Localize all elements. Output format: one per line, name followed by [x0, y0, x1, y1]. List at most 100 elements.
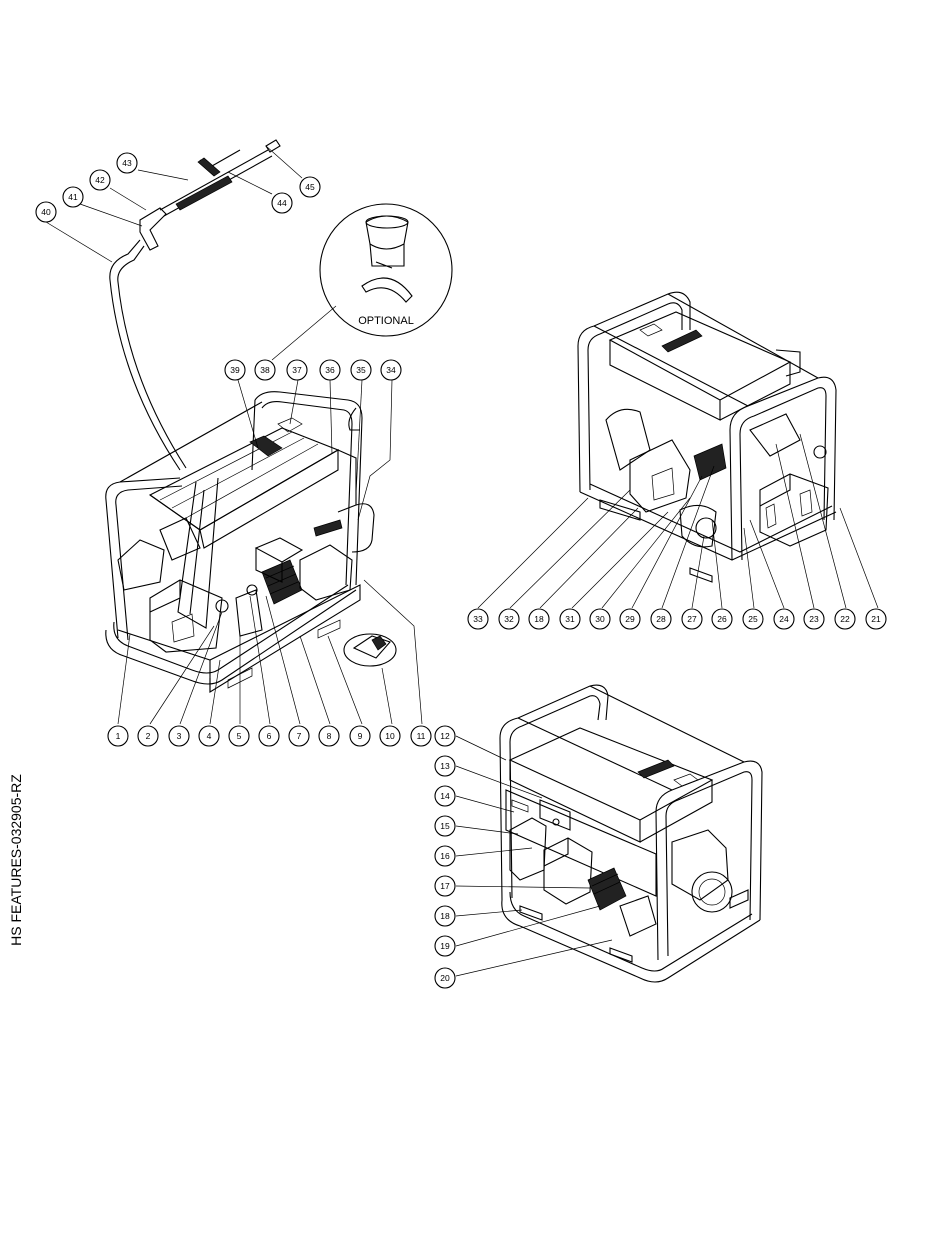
svg-text:36: 36 [325, 365, 335, 375]
callout-39: 39 [225, 360, 245, 380]
pressure-washer-side-view [500, 685, 762, 982]
callout-30: 30 [590, 609, 610, 629]
svg-text:2: 2 [146, 731, 151, 741]
svg-text:23: 23 [809, 614, 819, 624]
callout-22: 22 [835, 609, 855, 629]
callout-25: 25 [743, 609, 763, 629]
svg-text:27: 27 [687, 614, 697, 624]
svg-text:34: 34 [386, 365, 396, 375]
callout-1: 1 [108, 726, 128, 746]
callout-31: 31 [560, 609, 580, 629]
svg-text:44: 44 [277, 198, 287, 208]
callout-33: 33 [468, 609, 488, 629]
svg-text:8: 8 [327, 731, 332, 741]
callout-24: 24 [774, 609, 794, 629]
svg-text:18: 18 [534, 614, 544, 624]
callout-8: 8 [319, 726, 339, 746]
callout-9: 9 [350, 726, 370, 746]
svg-text:22: 22 [840, 614, 850, 624]
callout-18: 18 [435, 906, 455, 926]
callout-29: 29 [620, 609, 640, 629]
svg-text:38: 38 [260, 365, 270, 375]
callout-19: 19 [435, 936, 455, 956]
callout-4: 4 [199, 726, 219, 746]
svg-text:17: 17 [440, 881, 450, 891]
svg-text:1: 1 [116, 731, 121, 741]
leader-lines [46, 146, 878, 976]
svg-text:14: 14 [440, 791, 450, 801]
svg-text:10: 10 [385, 731, 395, 741]
svg-text:40: 40 [41, 207, 51, 217]
svg-text:31: 31 [565, 614, 575, 624]
callout-10: 10 [380, 726, 400, 746]
callout-20: 20 [435, 968, 455, 988]
svg-text:37: 37 [292, 365, 302, 375]
svg-text:3: 3 [177, 731, 182, 741]
hose-and-spray-gun [110, 140, 374, 552]
svg-text:30: 30 [595, 614, 605, 624]
callout-14: 14 [435, 786, 455, 806]
svg-text:33: 33 [473, 614, 483, 624]
callout-42: 42 [90, 170, 110, 190]
callout-21: 21 [866, 609, 886, 629]
svg-text:12: 12 [440, 731, 450, 741]
svg-text:29: 29 [625, 614, 635, 624]
drawing-code-label: HS FEATURES-032905-RZ [8, 750, 28, 970]
svg-text:41: 41 [68, 192, 78, 202]
callout-12: 12 [435, 726, 455, 746]
callout-37: 37 [287, 360, 307, 380]
callout-18-rear: 18 [529, 609, 549, 629]
svg-text:26: 26 [717, 614, 727, 624]
svg-text:19: 19 [440, 941, 450, 951]
callout-13: 13 [435, 756, 455, 776]
svg-text:11: 11 [417, 731, 426, 741]
svg-text:21: 21 [871, 614, 881, 624]
callout-41: 41 [63, 187, 83, 207]
svg-text:20: 20 [440, 973, 450, 983]
callout-44: 44 [272, 193, 292, 213]
callout-6: 6 [259, 726, 279, 746]
svg-text:35: 35 [356, 365, 366, 375]
svg-text:39: 39 [230, 365, 240, 375]
callout-43: 43 [117, 153, 137, 173]
callout-36: 36 [320, 360, 340, 380]
callout-bubbles: 1 2 3 4 5 6 7 8 9 10 11 12 13 14 15 16 1… [36, 153, 886, 988]
svg-text:7: 7 [297, 731, 302, 741]
svg-text:28: 28 [656, 614, 666, 624]
svg-text:43: 43 [122, 158, 132, 168]
svg-text:5: 5 [237, 731, 242, 741]
svg-text:6: 6 [267, 731, 272, 741]
callout-26: 26 [712, 609, 732, 629]
svg-text:24: 24 [779, 614, 789, 624]
svg-text:25: 25 [748, 614, 758, 624]
svg-text:45: 45 [305, 182, 315, 192]
callout-23: 23 [804, 609, 824, 629]
svg-text:15: 15 [440, 821, 450, 831]
callout-7: 7 [289, 726, 309, 746]
callout-28: 28 [651, 609, 671, 629]
svg-text:4: 4 [207, 731, 212, 741]
svg-text:18: 18 [440, 911, 450, 921]
callout-2: 2 [138, 726, 158, 746]
nozzle-detail [344, 634, 396, 666]
pressure-washer-rear-view [578, 292, 836, 582]
callout-35: 35 [351, 360, 371, 380]
pressure-washer-front-view [106, 392, 362, 692]
svg-text:16: 16 [440, 851, 450, 861]
svg-text:9: 9 [358, 731, 363, 741]
callout-11: 11 [411, 726, 431, 746]
callout-34: 34 [381, 360, 401, 380]
svg-text:13: 13 [440, 761, 450, 771]
optional-label: OPTIONAL [358, 315, 414, 327]
callout-27: 27 [682, 609, 702, 629]
callout-15: 15 [435, 816, 455, 836]
callout-32: 32 [499, 609, 519, 629]
callout-38: 38 [255, 360, 275, 380]
callout-45: 45 [300, 177, 320, 197]
callout-5: 5 [229, 726, 249, 746]
callout-3: 3 [169, 726, 189, 746]
optional-detail-inset: OPTIONAL [320, 204, 452, 336]
callout-17: 17 [435, 876, 455, 896]
svg-text:42: 42 [95, 175, 105, 185]
